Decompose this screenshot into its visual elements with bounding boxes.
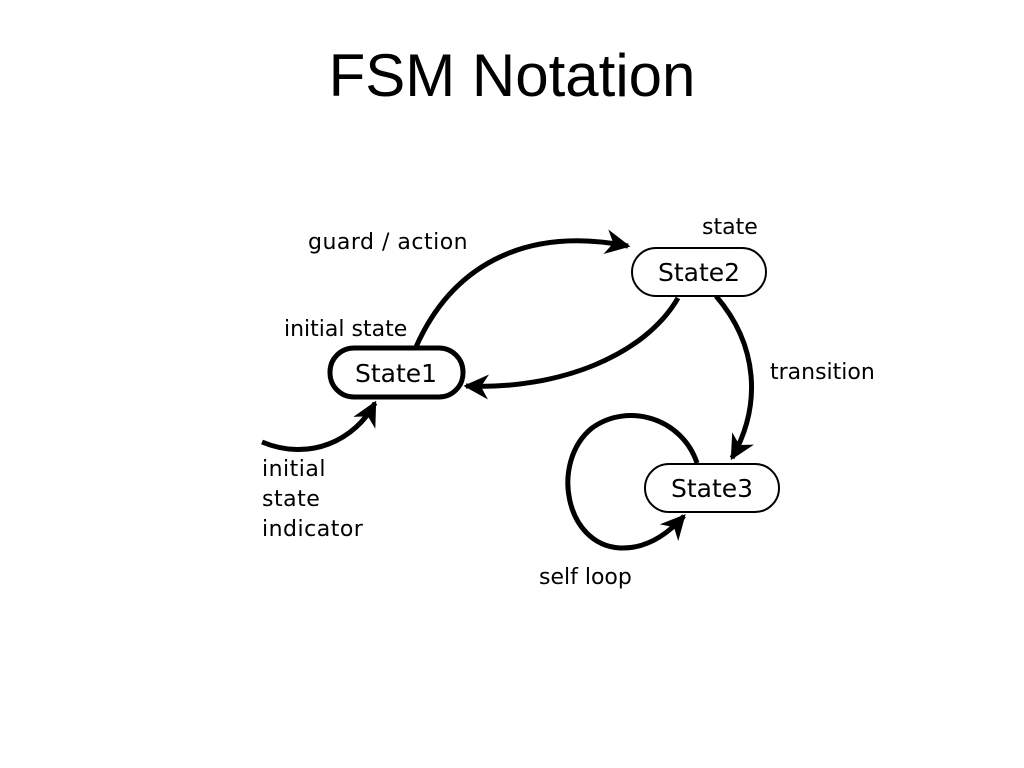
state1-label: State1 [355, 359, 437, 388]
annotation-initial-state: initial state [284, 317, 407, 342]
state3-shape [644, 463, 780, 513]
initial-state-indicator-arrow [261, 400, 378, 452]
initial-indicator-label-line2: state [262, 487, 320, 512]
transition-arrow-state1-to-state2 [413, 229, 631, 349]
initial-indicator-label-line1: initial [262, 457, 326, 482]
state3-label: State3 [671, 474, 753, 503]
annotation-self-loop: self loop [539, 565, 632, 590]
state2-shape [631, 247, 767, 297]
guard-action-label: guard / action [308, 230, 468, 255]
state2-node: State2 [631, 247, 767, 297]
transition-arrow-state2-to-state1 [463, 296, 681, 400]
state1-shape [327, 345, 466, 400]
transition-arrow-state2-to-state3 [714, 294, 755, 461]
state1-node: State1 [327, 345, 466, 400]
state3-node: State3 [644, 463, 780, 513]
annotation-state: state [702, 215, 758, 240]
self-loop-arrow-state3 [565, 413, 700, 551]
state2-label: State2 [658, 258, 740, 287]
annotation-transition: transition [770, 360, 875, 385]
initial-indicator-label-line3: indicator [262, 517, 364, 542]
slide-title: FSM Notation [328, 42, 696, 109]
